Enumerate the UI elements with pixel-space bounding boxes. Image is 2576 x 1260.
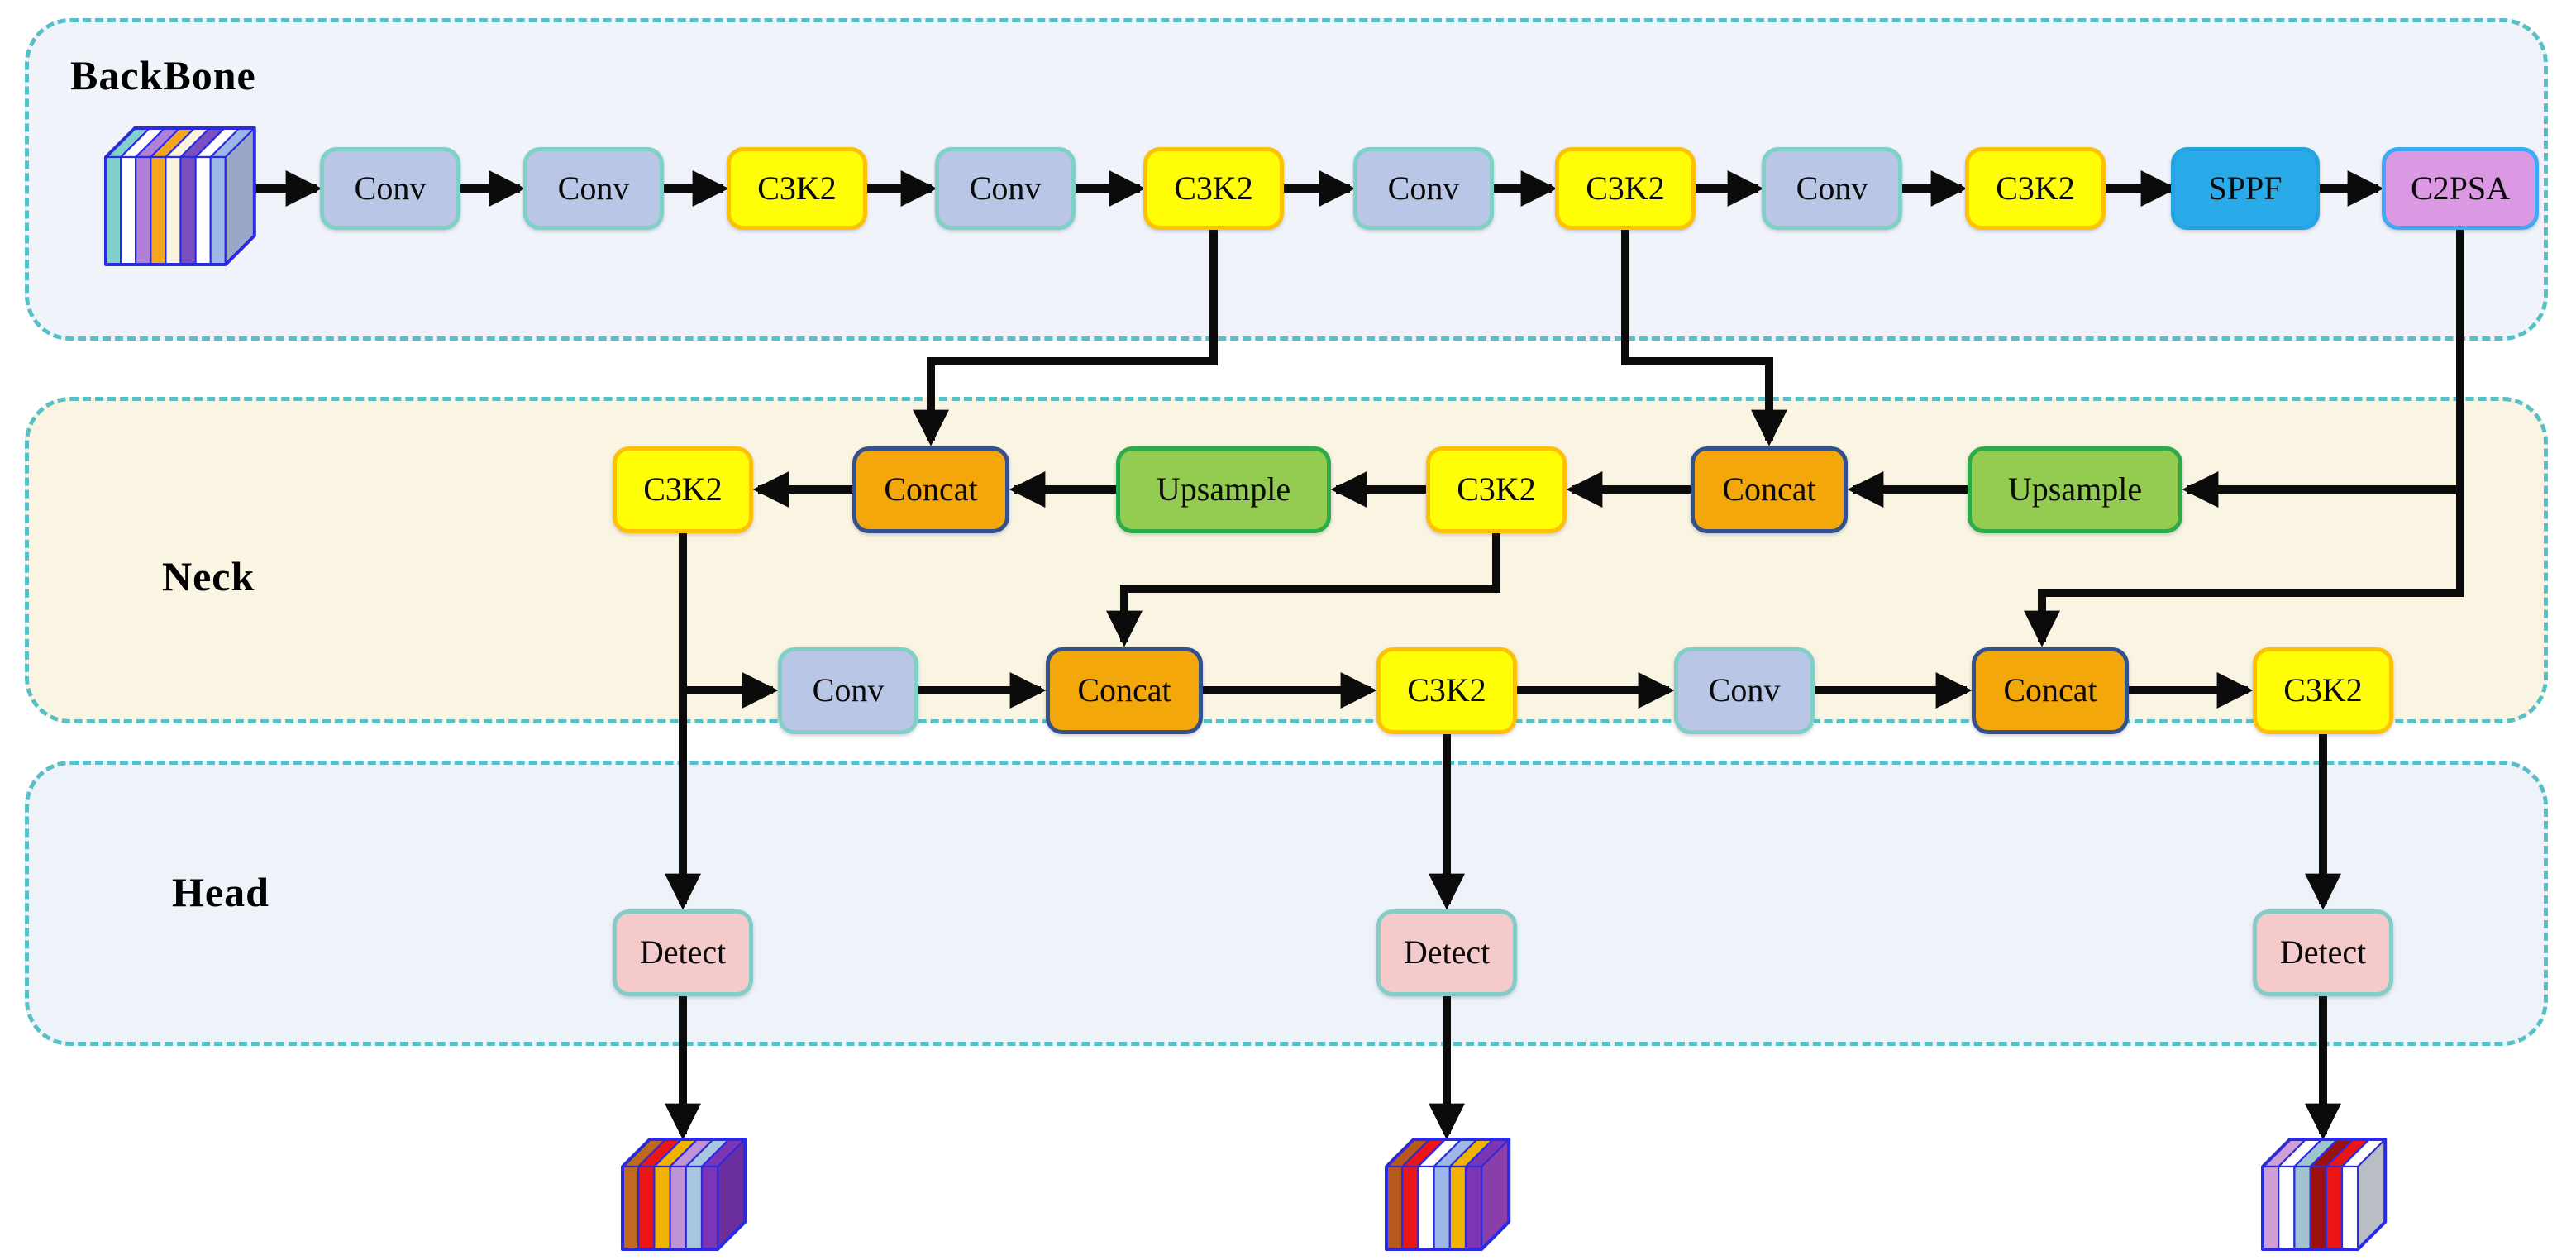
concat-label: Concat (2003, 671, 2097, 709)
node-bb-c3k2-3: C3K2 (1555, 147, 1696, 230)
node-hd-detect-1: Detect (613, 909, 753, 996)
node-bb-sppf: SPPF (2171, 147, 2320, 230)
c3k2-label: C3K2 (2283, 671, 2363, 709)
conv-label: Conv (812, 671, 885, 709)
conv-label: Conv (969, 169, 1042, 207)
node-nk-concat-4: Concat (1972, 647, 2129, 734)
node-nk-c3k2-2: C3K2 (1426, 446, 1567, 533)
backbone-section-title: BackBone (70, 52, 256, 98)
node-bb-conv-2: Conv (523, 147, 664, 230)
detect-label: Detect (1403, 933, 1491, 971)
arrow-c3k2n2-to-concat3 (1105, 533, 1500, 647)
node-nk-concat-3: Concat (1046, 647, 1203, 734)
c3k2-label: C3K2 (643, 470, 723, 508)
detect-label: Detect (2279, 933, 2367, 971)
concat-label: Concat (884, 470, 978, 508)
concat-label: Concat (1722, 470, 1816, 508)
tensor-cubes (104, 126, 2388, 1251)
node-nk-conv-1: Conv (778, 647, 918, 734)
c3k2-label: C3K2 (1457, 470, 1536, 508)
node-hd-detect-2: Detect (1376, 909, 1517, 996)
sppf-label: SPPF (2208, 169, 2283, 207)
node-bb-c3k2-2: C3K2 (1143, 147, 1284, 230)
arrow-backbone-p4-to-concat2 (1621, 230, 1788, 446)
node-nk-upsample-2: Upsample (1968, 446, 2182, 533)
c2psa-label: C2PSA (2410, 169, 2511, 207)
c3k2-label: C3K2 (1996, 169, 2075, 207)
node-bb-conv-4: Conv (1353, 147, 1494, 230)
conv-label: Conv (354, 169, 427, 207)
node-bb-c3k2-4: C3K2 (1965, 147, 2106, 230)
concat-label: Concat (1077, 671, 1171, 709)
upsample-label: Upsample (2007, 470, 2143, 508)
node-nk-c3k2-4: C3K2 (2253, 647, 2393, 734)
conv-label: Conv (557, 169, 630, 207)
node-bb-conv-5: Conv (1762, 147, 1902, 230)
conv-label: Conv (1796, 169, 1868, 207)
output-tensor-1-cube (621, 1138, 747, 1251)
neck-section-title: Neck (162, 553, 255, 599)
node-bb-conv-1: Conv (320, 147, 460, 230)
upsample-label: Upsample (1156, 470, 1291, 508)
node-nk-c3k2-3: C3K2 (1376, 647, 1517, 734)
head-section-title: Head (172, 869, 270, 915)
detect-label: Detect (639, 933, 727, 971)
c3k2-label: C3K2 (757, 169, 837, 207)
node-nk-c3k2-1: C3K2 (613, 446, 753, 533)
node-nk-concat-1: Concat (852, 446, 1009, 533)
c3k2-label: C3K2 (1407, 671, 1486, 709)
node-nk-conv-2: Conv (1674, 647, 1815, 734)
output-tensor-3-cube (2261, 1138, 2388, 1251)
c3k2-label: C3K2 (1586, 169, 1665, 207)
c3k2-label: C3K2 (1174, 169, 1253, 207)
arrow-c2psa-to-concat4 (2023, 230, 2464, 647)
conv-label: Conv (1708, 671, 1781, 709)
head-panel (25, 761, 2548, 1046)
flow-arrows (255, 169, 2464, 1140)
node-bb-conv-3: Conv (935, 147, 1076, 230)
node-nk-upsample-1: Upsample (1116, 446, 1331, 533)
node-bb-c2psa: C2PSA (2382, 147, 2539, 230)
output-tensor-2-cube (1385, 1138, 1511, 1251)
arrow-backbone-p3-to-concat1 (912, 230, 1218, 446)
node-nk-concat-2: Concat (1691, 446, 1848, 533)
input-tensor-cube (104, 126, 256, 266)
node-hd-detect-3: Detect (2253, 909, 2393, 996)
conv-label: Conv (1387, 169, 1460, 207)
node-bb-c3k2-1: C3K2 (727, 147, 867, 230)
